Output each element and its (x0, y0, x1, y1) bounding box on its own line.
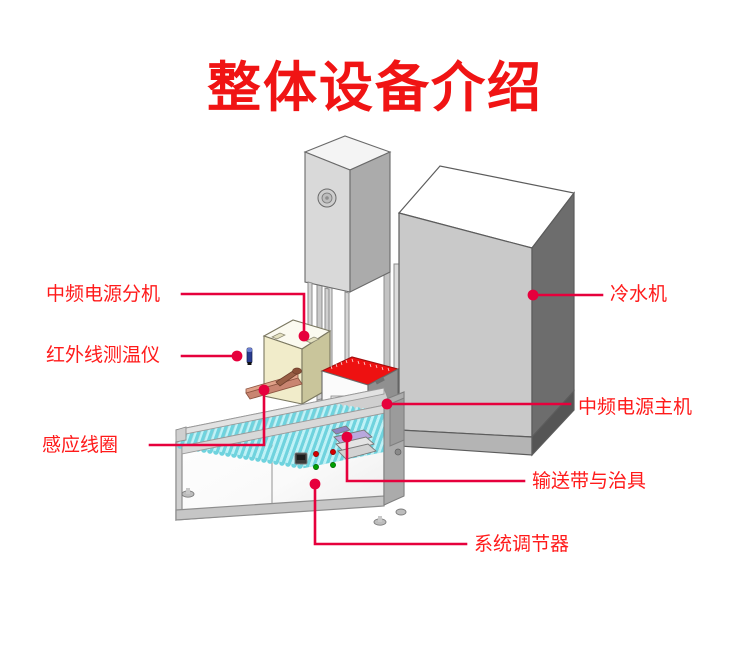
leader-regulator (313, 486, 468, 546)
callout-dot-coil (258, 384, 270, 396)
leader-conveyor (345, 439, 526, 483)
callout-label-hongwaixian-cewenyi: 红外线测温仪 (46, 344, 161, 366)
leader-coil (148, 392, 266, 447)
control-panel (294, 449, 336, 470)
callout-dot-chiller (527, 289, 539, 301)
leader-zpfj (180, 292, 306, 334)
induction-coil (245, 367, 303, 400)
callout-dot-conveyor (341, 431, 353, 443)
led-green-1 (313, 464, 319, 470)
callout-dot-zpfj (298, 330, 310, 342)
infrared-sensor (246, 347, 253, 365)
callout-label-shusongdai-yu-zhiju: 输送带与治具 (532, 470, 647, 492)
callout-label-zhongpin-dianyuan-fenji: 中频电源分机 (46, 283, 161, 305)
water-chiller-cabinet (397, 165, 576, 457)
led-green-2 (330, 462, 336, 468)
callout-label-xitong-tiaojieqi: 系统调节器 (474, 533, 570, 555)
callout-dot-zpzj (381, 398, 393, 410)
callout-label-zhongpin-dianyuan-zhuji: 中频电源主机 (578, 396, 693, 418)
conveyor-fixture-jig (331, 425, 377, 460)
callout-dot-irt (231, 350, 243, 362)
callout-dot-regulator (309, 478, 321, 490)
led-red-1 (313, 451, 319, 457)
discharge-tower (383, 391, 405, 506)
callout-label-ganying-xianquan: 感应线圈 (42, 434, 119, 456)
led-red-2 (330, 449, 336, 455)
callout-label-lengshuiji: 冷水机 (610, 283, 668, 305)
tall-control-cabinet (303, 135, 392, 293)
page-title: 整体设备介绍 (207, 56, 543, 119)
